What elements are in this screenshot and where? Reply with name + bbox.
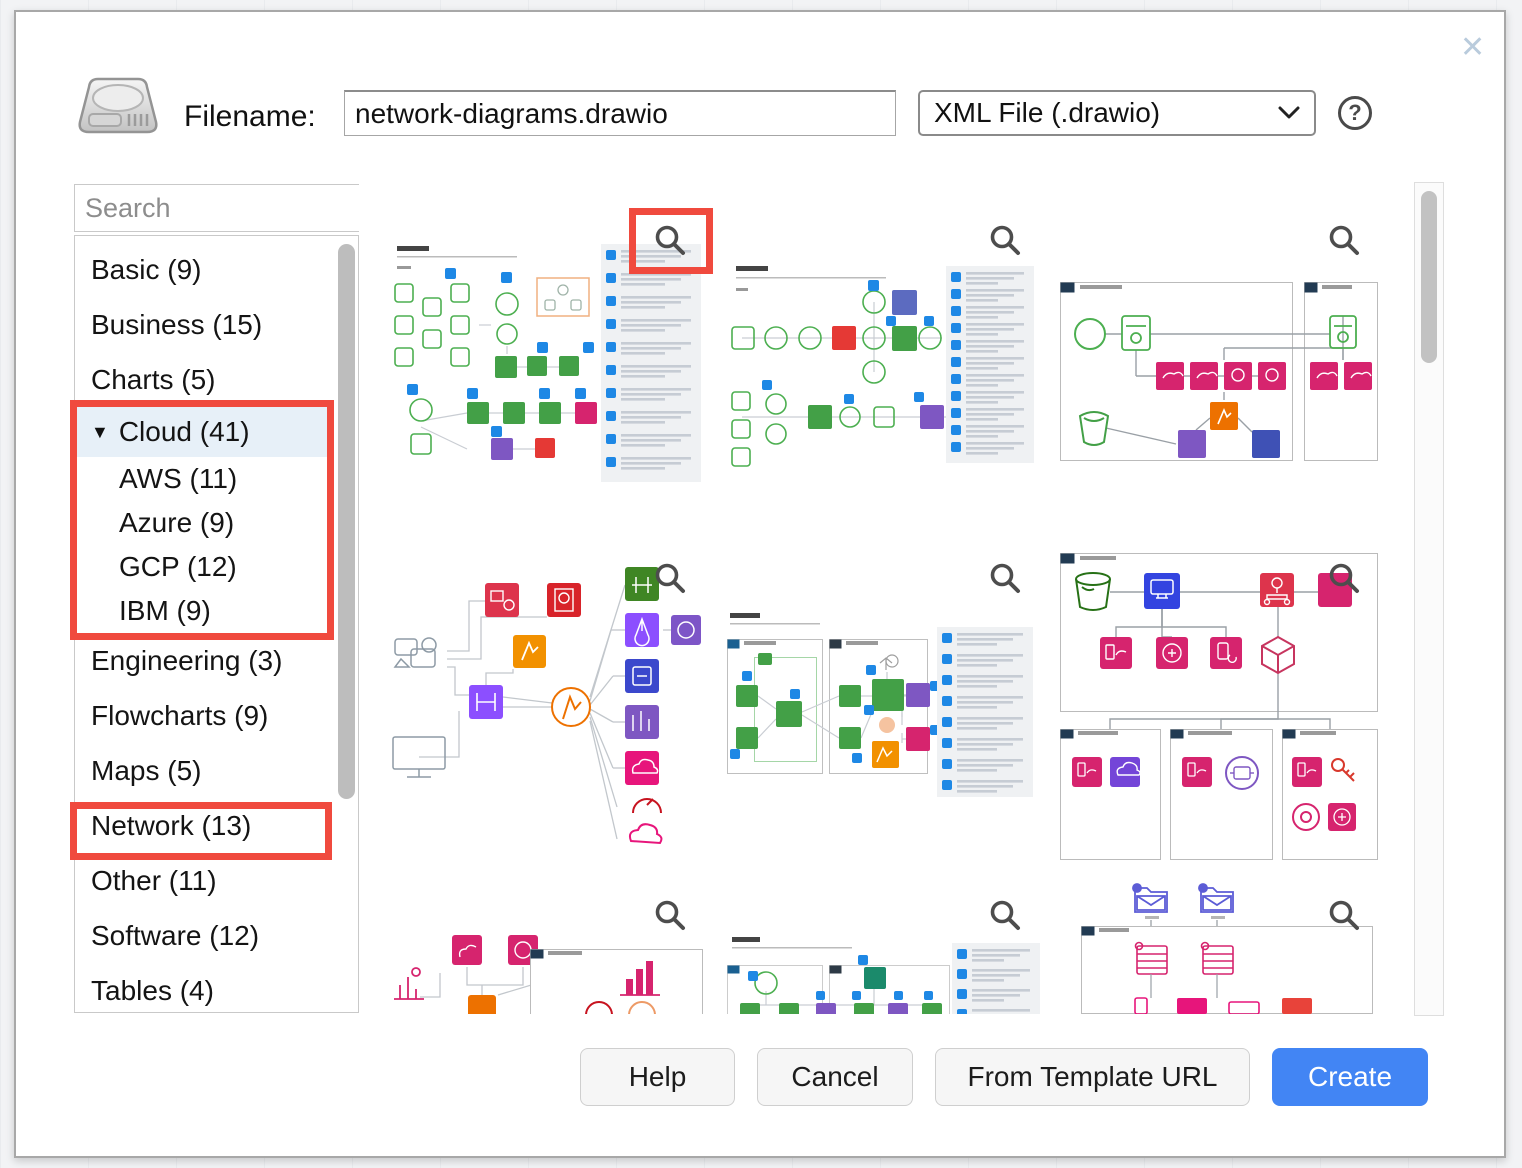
template-dialog: ✕ Filename: XML File (.drawio) ? Basi <box>14 10 1506 1158</box>
templates-scrollbar[interactable] <box>1414 182 1444 1016</box>
sidebar-item-gcp[interactable]: GCP (12) <box>119 551 237 582</box>
expand-arrow-icon: ▼ <box>91 421 109 442</box>
sidebar-item-network[interactable]: Network (13) <box>91 809 252 841</box>
filename-input[interactable] <box>344 90 896 136</box>
sidebar-item-cloud-label: Cloud (41) <box>118 416 250 447</box>
from-template-url-button[interactable]: From Template URL <box>935 1048 1250 1106</box>
sidebar-item-software[interactable]: Software (12) <box>91 919 260 951</box>
zoom-icon[interactable] <box>988 898 1022 932</box>
sidebar-item-maps[interactable]: Maps (5) <box>91 754 202 786</box>
zoom-icon[interactable] <box>653 223 687 257</box>
zoom-icon[interactable] <box>653 898 687 932</box>
template-grid <box>367 180 1412 1014</box>
sidebar-item-engineering[interactable]: Engineering (3) <box>91 644 283 676</box>
template-thumbnail-aws-accounts[interactable] <box>1060 547 1378 862</box>
sidebar-item-charts[interactable]: Charts (5) <box>91 363 216 395</box>
zoom-icon[interactable] <box>988 561 1022 595</box>
sidebar-item-azure[interactable]: Azure (9) <box>119 507 235 538</box>
zoom-icon[interactable] <box>1327 898 1361 932</box>
zoom-icon[interactable] <box>653 561 687 595</box>
drive-icon <box>78 77 158 134</box>
sidebar-item-cloud[interactable]: ▼ Cloud (41) <box>75 407 334 457</box>
zoom-icon[interactable] <box>988 223 1022 257</box>
sidebar-scrollbar-thumb[interactable] <box>338 244 355 799</box>
filetype-selected-value: XML File (.drawio) <box>934 97 1161 128</box>
chevron-down-icon <box>1278 106 1300 119</box>
close-icon[interactable]: ✕ <box>1460 31 1486 64</box>
zoom-icon[interactable] <box>1327 223 1361 257</box>
template-thumbnail-gcp-pipeline-2[interactable] <box>724 252 1042 477</box>
category-list: Basic (9) Business (15) Charts (5) ▼ Clo… <box>74 235 359 1013</box>
template-thumbnail-mail-flow[interactable] <box>1077 880 1377 1014</box>
template-thumbnail-gcp-pipeline-3[interactable] <box>724 927 1042 1014</box>
create-button[interactable]: Create <box>1272 1048 1428 1106</box>
template-thumbnail-gcp-pipeline-1[interactable] <box>387 242 707 482</box>
template-thumbnail-aws-containers[interactable] <box>724 597 1042 797</box>
cancel-button[interactable]: Cancel <box>757 1048 913 1106</box>
zoom-icon[interactable] <box>1327 561 1361 595</box>
sidebar-item-other[interactable]: Other (11) <box>91 864 217 896</box>
help-button[interactable]: Help <box>580 1048 735 1106</box>
template-thumbnail-aws-serverless[interactable] <box>385 555 705 855</box>
template-thumbnail-cloud-architecture[interactable] <box>1060 264 1378 464</box>
sidebar-item-tables[interactable]: Tables (4) <box>91 974 214 1006</box>
filetype-dropdown[interactable]: XML File (.drawio) <box>918 90 1316 136</box>
sidebar-item-aws[interactable]: AWS (11) <box>119 463 238 494</box>
filename-label: Filename: <box>184 100 316 133</box>
sidebar-item-basic[interactable]: Basic (9) <box>91 253 202 285</box>
sidebar-item-business[interactable]: Business (15) <box>91 308 263 340</box>
template-thumbnail-analytics[interactable] <box>380 927 705 1014</box>
sidebar-item-flowcharts[interactable]: Flowcharts (9) <box>91 699 269 731</box>
search-box <box>74 184 474 232</box>
help-icon[interactable]: ? <box>1338 96 1372 130</box>
sidebar-item-ibm[interactable]: IBM (9) <box>119 595 211 626</box>
templates-scrollbar-thumb[interactable] <box>1421 191 1437 363</box>
